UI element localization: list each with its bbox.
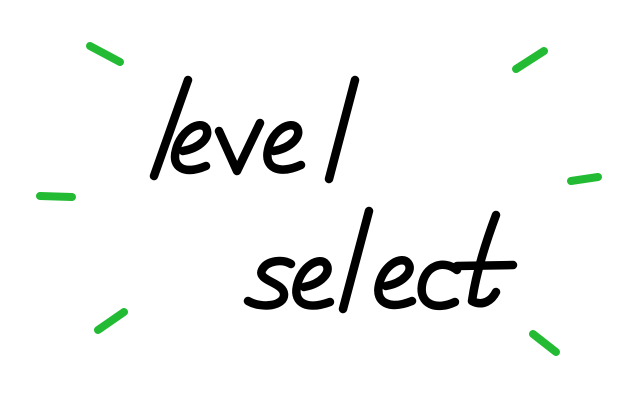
- sparkle-dash-bottom-right: [529, 330, 560, 356]
- sparkle-dash-bottom-left: [94, 308, 128, 334]
- letter-e3: [292, 257, 335, 310]
- letter-e2: [263, 121, 306, 174]
- sparkle-dash-left: [36, 192, 76, 201]
- title-word-select[interactable]: [243, 206, 518, 314]
- title-word-level[interactable]: [149, 75, 360, 184]
- letter-t-stem: [467, 210, 501, 308]
- sparkle-dashes: [36, 42, 602, 356]
- letter-l1: [149, 75, 193, 181]
- sparkle-dash-top-left: [86, 42, 124, 66]
- letter-s: [243, 256, 296, 310]
- letter-t-bar: [452, 260, 518, 271]
- sparkle-dash-right: [567, 173, 602, 185]
- letter-l3: [338, 206, 374, 314]
- sparkle-dash-top-right: [512, 47, 548, 73]
- letter-e1: [170, 121, 212, 175]
- letter-l2: [324, 75, 360, 184]
- letter-v: [214, 118, 265, 176]
- letter-c: [417, 260, 462, 311]
- letter-e4: [374, 256, 417, 310]
